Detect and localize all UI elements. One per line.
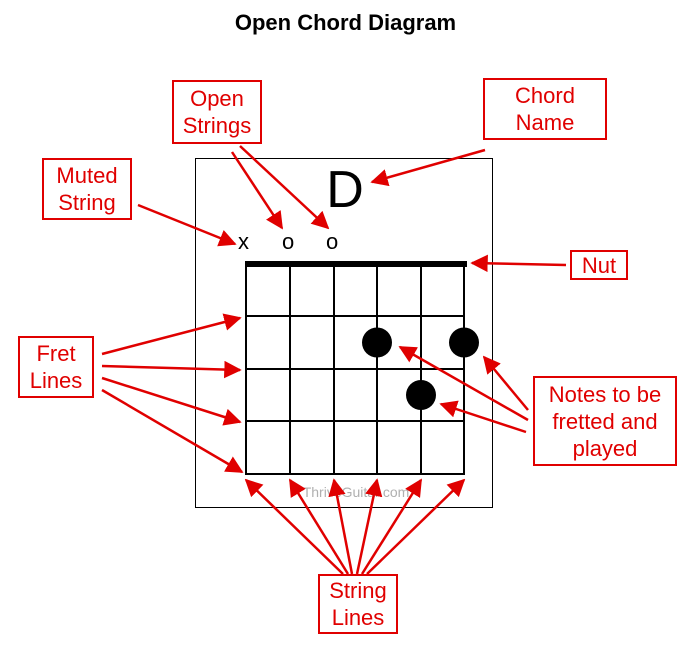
arrow-string-line: [288, 478, 350, 575]
string-lines-label: String Lines: [318, 574, 398, 634]
arrow-nut: [470, 254, 567, 273]
finger-dot: [406, 380, 436, 410]
arrow-open-strings: [239, 145, 330, 230]
fret-lines-label: Fret Lines: [18, 336, 94, 398]
label-line: Strings: [182, 113, 252, 138]
label-line: Nut: [581, 252, 617, 278]
label-line: Lines: [29, 368, 83, 393]
label-line: String: [58, 190, 116, 215]
label-line: fretted and: [552, 408, 658, 434]
finger-dot: [449, 327, 479, 358]
diagram-title: Open Chord Diagram: [234, 10, 457, 35]
arrow-string-line: [360, 478, 423, 575]
arrow-fret-line: [101, 388, 244, 474]
arrow-note: [398, 345, 529, 422]
label-line: Name: [515, 110, 575, 135]
label-line: Open: [190, 86, 244, 111]
open-string-marker: o: [282, 229, 295, 254]
label-line: String: [329, 578, 387, 603]
annotation-arrows: [101, 145, 567, 575]
open-strings-label: Open Strings: [172, 80, 262, 144]
arrow-string-line: [366, 478, 466, 575]
label-line: Lines: [331, 605, 385, 630]
arrow-open-strings: [230, 151, 284, 230]
arrow-string-line: [328, 478, 354, 575]
label-line: Fret: [36, 341, 76, 366]
label-line: Notes to be: [548, 381, 662, 407]
muted-string-label: Muted String: [42, 158, 132, 220]
muted-string-marker: x: [238, 229, 249, 254]
finger-dots: [362, 327, 479, 410]
label-line: Chord: [515, 83, 575, 108]
finger-dot: [362, 327, 392, 358]
label-line: Muted: [56, 163, 118, 188]
chord-diagram-frame: [195, 158, 493, 508]
arrow-fret-line: [101, 376, 242, 426]
arrow-note: [482, 355, 529, 411]
chord-name: D: [326, 161, 364, 219]
nut-label: Nut: [570, 250, 628, 280]
arrow-chord-name: [370, 148, 486, 187]
arrow-fret-line: [101, 360, 242, 379]
arrow-string-line: [244, 478, 344, 575]
arrow-string-line: [355, 478, 383, 575]
label-line: played: [572, 435, 638, 461]
arrow-fret-line: [101, 313, 242, 356]
notes-label: Notes to be fretted and played: [533, 376, 677, 466]
open-string-marker: o: [326, 229, 339, 254]
fretboard: [245, 261, 467, 475]
arrow-muted-string: [137, 203, 237, 247]
chord-name-label: Chord Name: [483, 78, 607, 140]
arrow-note: [439, 400, 527, 434]
